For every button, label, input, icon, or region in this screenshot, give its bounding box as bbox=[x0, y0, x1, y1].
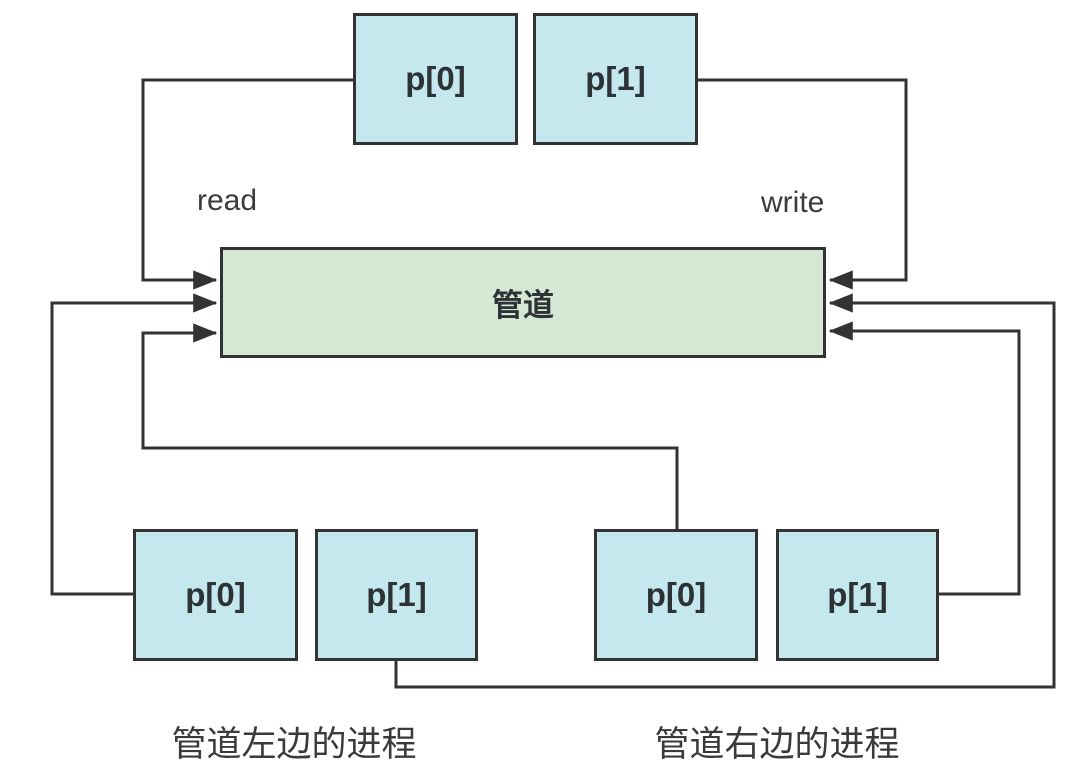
write-label: write bbox=[761, 186, 825, 219]
left-process-fd-p1-box: p[1] bbox=[315, 529, 478, 661]
right-process-fd-p0-label: p[0] bbox=[645, 576, 707, 613]
left-process-fd-p1-label: p[1] bbox=[366, 576, 427, 613]
connector-top-p0-read-to-pipe bbox=[141, 78, 353, 290]
left-process-fd-p0-label: p[0] bbox=[185, 576, 246, 613]
pipe-label: 管道 bbox=[492, 288, 554, 323]
parent-fd-p1-box: p[1] bbox=[533, 13, 698, 145]
right-process-fd-p1-box: p[1] bbox=[776, 529, 939, 661]
right-process-fd-p1-label: p[1] bbox=[827, 576, 888, 613]
connector-right-process-p0-to-pipe bbox=[141, 323, 679, 529]
pipe-box: 管道 bbox=[220, 247, 826, 358]
connector-left-process-p0-to-pipe bbox=[50, 293, 218, 596]
read-label: read bbox=[197, 184, 258, 217]
parent-fd-p0-label: p[0] bbox=[405, 60, 466, 97]
right-process-fd-p0-box: p[0] bbox=[594, 529, 758, 661]
connector-top-p1-write-to-pipe bbox=[698, 78, 908, 290]
connector-left-process-p1-to-pipe bbox=[394, 293, 1056, 689]
parent-fd-p1-label: p[1] bbox=[585, 60, 646, 97]
left-process-fd-p0-box: p[0] bbox=[133, 529, 298, 661]
parent-fd-p0-box: p[0] bbox=[353, 13, 518, 145]
right-process-caption: 管道右边的进程 bbox=[654, 725, 900, 764]
left-process-caption: 管道左边的进程 bbox=[171, 725, 417, 764]
connector-right-process-p1-to-pipe bbox=[828, 321, 1021, 596]
